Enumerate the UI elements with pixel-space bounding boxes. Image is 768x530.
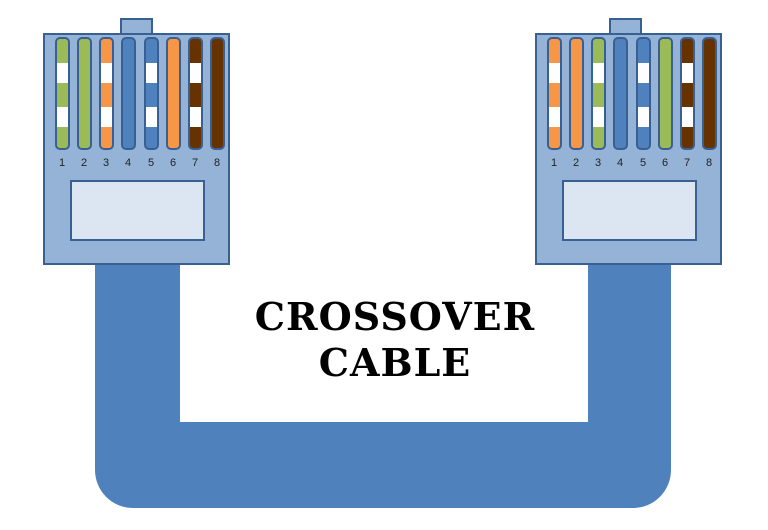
- left-connector-pin-label-3: 3: [102, 157, 110, 169]
- right-connector-wire-1: [547, 37, 562, 150]
- left-connector-pin-label-5: 5: [147, 157, 155, 169]
- right-connector-tab: [609, 18, 642, 34]
- left-connector-pin-label-6: 6: [169, 157, 177, 169]
- title-line-2: CABLE: [318, 340, 472, 385]
- left-connector-window: [70, 180, 205, 241]
- right-connector: 1 2 3 4 5 6 7 8: [535, 33, 722, 265]
- right-connector-wire-6: [658, 37, 673, 150]
- right-connector-pin-label-8: 8: [705, 157, 713, 169]
- left-connector-pin-label-1: 1: [58, 157, 66, 169]
- left-connector-pin-label-4: 4: [124, 157, 132, 169]
- left-connector-wire-4: [121, 37, 136, 150]
- right-connector-pin-label-3: 3: [594, 157, 602, 169]
- left-connector-pin-label-2: 2: [80, 157, 88, 169]
- right-connector-wire-2: [569, 37, 584, 150]
- left-connector-pin-label-8: 8: [213, 157, 221, 169]
- left-connector-wire-5: [144, 37, 159, 150]
- left-connector: 1 2 3 4 5 6 7 8: [43, 33, 230, 265]
- left-connector-wire-1: [55, 37, 70, 150]
- left-connector-wire-3: [99, 37, 114, 150]
- right-connector-wire-4: [613, 37, 628, 150]
- title-line-1: CROSSOVER: [254, 294, 536, 339]
- right-connector-window: [562, 180, 697, 241]
- right-connector-pin-label-6: 6: [661, 157, 669, 169]
- right-connector-wire-8: [702, 37, 717, 150]
- right-connector-pin-label-1: 1: [550, 157, 558, 169]
- left-connector-wire-7: [188, 37, 203, 150]
- left-connector-pin-label-7: 7: [191, 157, 199, 169]
- right-connector-wire-5: [636, 37, 651, 150]
- right-connector-pin-label-7: 7: [683, 157, 691, 169]
- right-connector-pin-label-5: 5: [639, 157, 647, 169]
- right-connector-wire-3: [591, 37, 606, 150]
- left-connector-wire-6: [166, 37, 181, 150]
- left-connector-wire-8: [210, 37, 225, 150]
- right-connector-pin-label-4: 4: [616, 157, 624, 169]
- left-connector-tab: [120, 18, 153, 34]
- cable-bottom: [95, 422, 671, 508]
- right-connector-pin-label-2: 2: [572, 157, 580, 169]
- left-connector-wire-2: [77, 37, 92, 150]
- right-connector-wire-7: [680, 37, 695, 150]
